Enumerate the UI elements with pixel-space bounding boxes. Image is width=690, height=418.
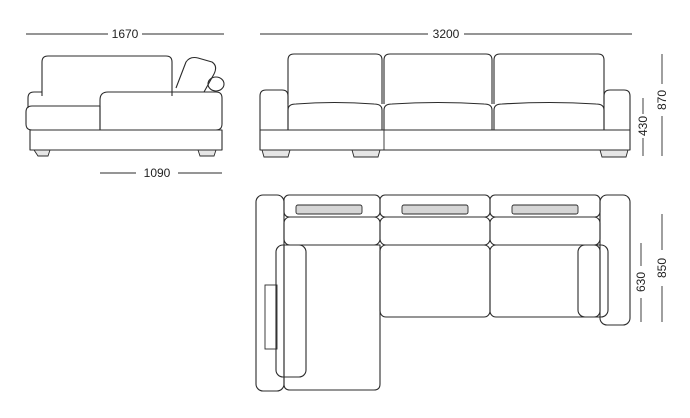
- dimension-3200: 3200: [260, 27, 632, 41]
- dimension-870-label: 870: [655, 90, 669, 110]
- side-view: [25, 55, 225, 157]
- dimension-430: 430: [636, 98, 650, 156]
- dimension-430-label: 430: [636, 116, 650, 136]
- dimension-850: 850: [655, 214, 669, 322]
- dimension-1670: 1670: [26, 27, 224, 41]
- dimension-630-label: 630: [634, 272, 648, 292]
- plan-view: [255, 194, 631, 392]
- dimension-630: 630: [634, 243, 648, 322]
- front-view: [259, 53, 631, 158]
- dimension-1090: 1090: [100, 166, 222, 180]
- dimension-870: 870: [655, 54, 669, 156]
- dimension-3200-label: 3200: [433, 27, 460, 41]
- dimension-1090-label: 1090: [144, 166, 171, 180]
- dimension-850-label: 850: [655, 258, 669, 278]
- dimension-1670-label: 1670: [112, 27, 139, 41]
